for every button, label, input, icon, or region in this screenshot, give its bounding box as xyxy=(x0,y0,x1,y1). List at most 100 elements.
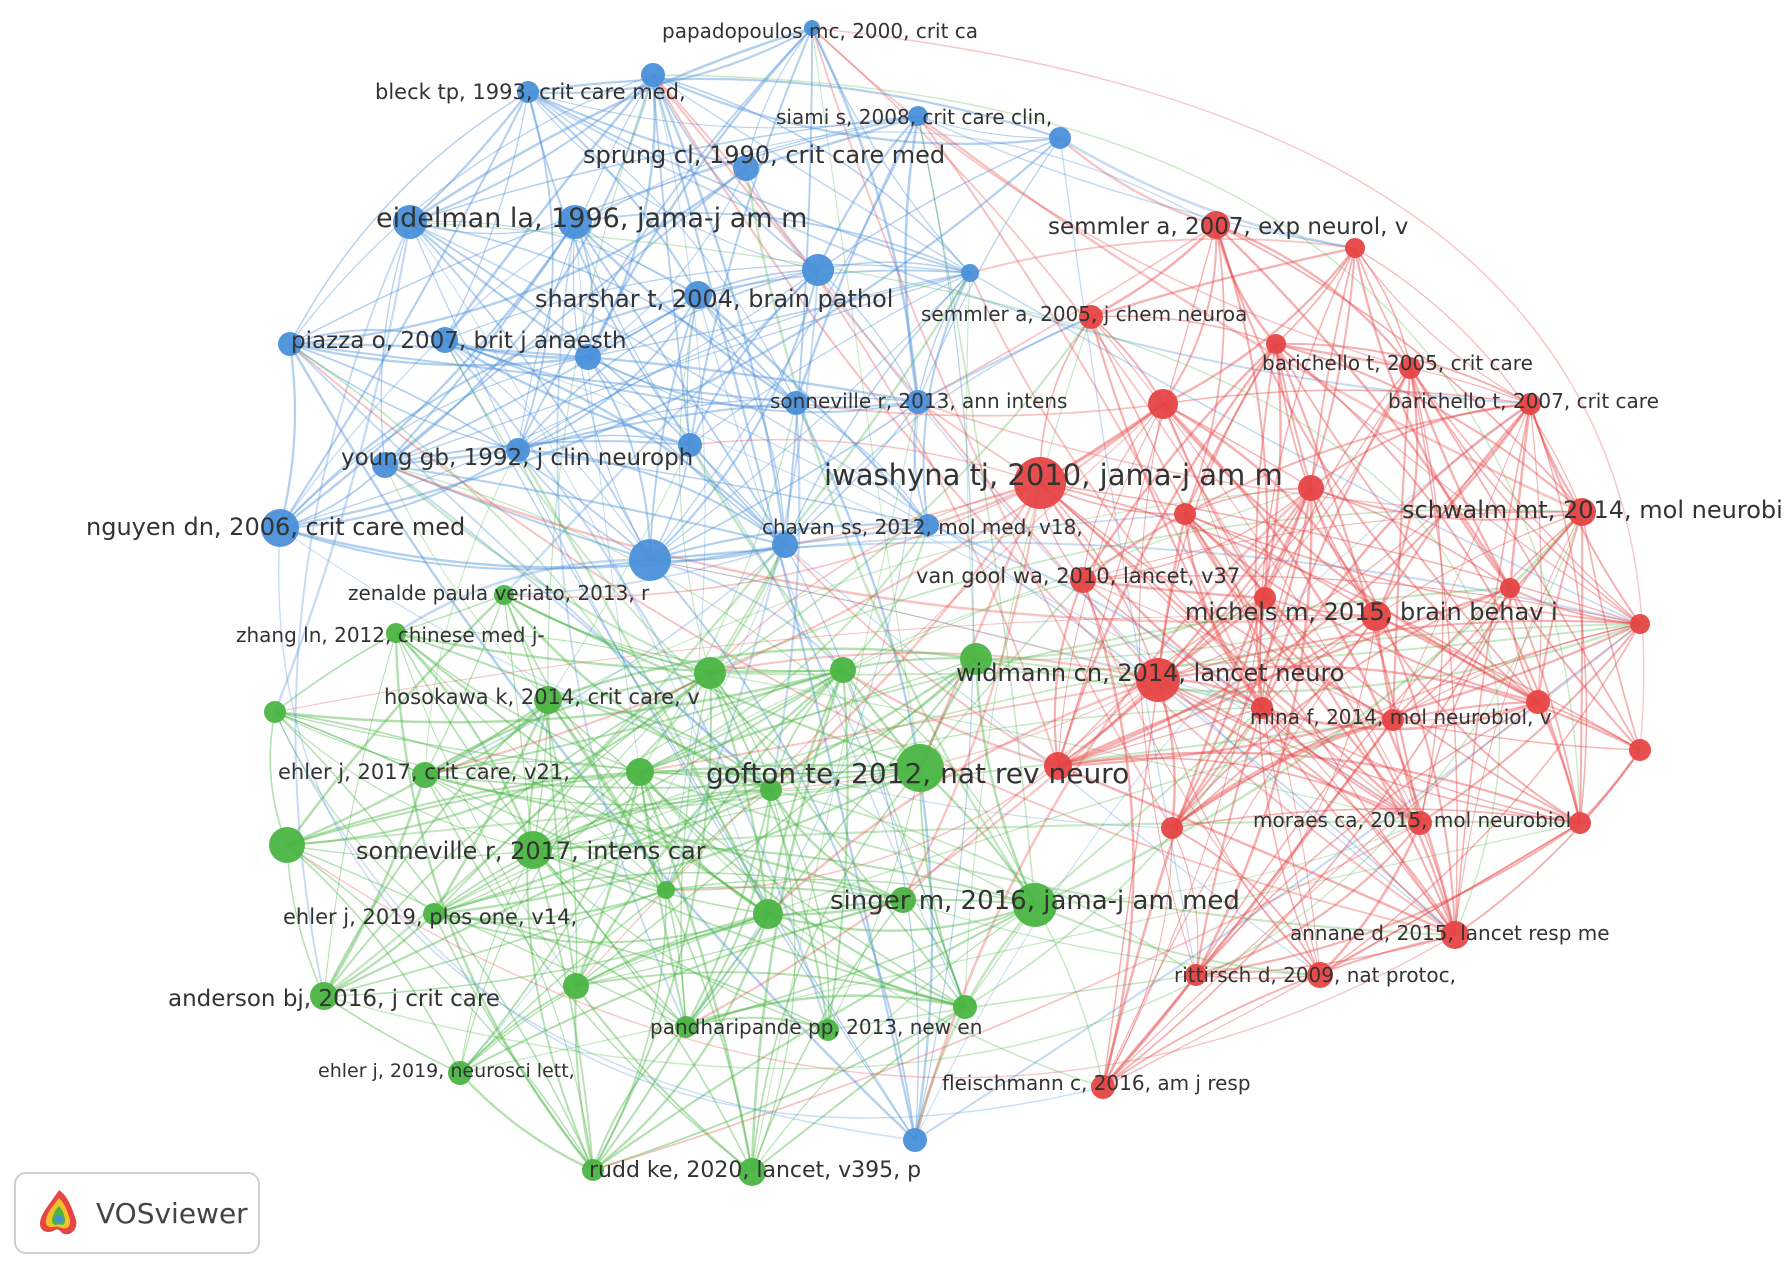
network-link xyxy=(433,767,921,916)
network-node[interactable] xyxy=(575,344,601,370)
network-node[interactable] xyxy=(1630,614,1650,634)
network-node[interactable] xyxy=(1408,811,1432,835)
network-node[interactable] xyxy=(1441,921,1469,949)
network-node[interactable] xyxy=(412,762,438,788)
network-node[interactable] xyxy=(558,205,592,239)
network-link xyxy=(409,221,797,404)
network-node[interactable] xyxy=(1519,393,1541,415)
network-node[interactable] xyxy=(903,1128,927,1152)
network-node[interactable] xyxy=(1148,389,1178,419)
network-node[interactable] xyxy=(626,758,654,786)
network-node[interactable] xyxy=(657,881,675,899)
network-node[interactable] xyxy=(641,63,665,87)
network-node[interactable] xyxy=(953,995,977,1019)
network-node[interactable] xyxy=(1307,962,1333,988)
network-node[interactable] xyxy=(1569,812,1591,834)
network-node[interactable] xyxy=(733,155,759,181)
network-node[interactable] xyxy=(890,887,916,913)
network-node[interactable] xyxy=(1044,752,1072,780)
network-node[interactable] xyxy=(804,20,820,36)
network-node[interactable] xyxy=(1136,658,1180,702)
network-node[interactable] xyxy=(760,779,782,801)
network-node[interactable] xyxy=(1568,498,1596,526)
network-node[interactable] xyxy=(278,332,302,356)
network-node[interactable] xyxy=(261,509,299,547)
network-node[interactable] xyxy=(264,701,286,723)
network-node[interactable] xyxy=(817,1019,839,1041)
network-node[interactable] xyxy=(372,452,398,478)
network-link xyxy=(279,449,519,530)
network-node[interactable] xyxy=(448,1061,472,1085)
node-label: iwashyna tj, 2010, jama-j am m xyxy=(824,458,1283,492)
network-node[interactable] xyxy=(1298,475,1324,501)
network-node[interactable] xyxy=(1361,601,1391,631)
network-node[interactable] xyxy=(1526,690,1550,714)
network-node[interactable] xyxy=(1629,739,1651,761)
network-node[interactable] xyxy=(917,514,939,536)
network-link xyxy=(527,91,699,296)
network-node[interactable] xyxy=(678,433,702,457)
network-node[interactable] xyxy=(494,585,514,605)
network-link xyxy=(574,985,595,1171)
network-link xyxy=(323,913,435,998)
network-node[interactable] xyxy=(269,827,305,863)
network-node[interactable] xyxy=(908,106,928,126)
network-node[interactable] xyxy=(1185,964,1207,986)
network-link xyxy=(1195,719,1394,976)
network-node[interactable] xyxy=(830,657,856,683)
network-node[interactable] xyxy=(896,744,944,792)
network-node[interactable] xyxy=(784,391,808,415)
network-node[interactable] xyxy=(393,205,427,239)
network-node[interactable] xyxy=(906,390,930,414)
network-node[interactable] xyxy=(1399,357,1421,379)
network-link xyxy=(289,328,446,345)
network-link xyxy=(1310,487,1457,936)
network-node[interactable] xyxy=(1070,567,1096,593)
network-link xyxy=(975,657,1263,709)
network-node[interactable] xyxy=(684,281,712,309)
network-node[interactable] xyxy=(738,1158,766,1186)
network-node[interactable] xyxy=(1161,817,1183,839)
network-link xyxy=(1215,224,1539,703)
network-link xyxy=(1162,389,1531,405)
network-node[interactable] xyxy=(432,327,458,353)
network-link xyxy=(384,440,691,467)
network-node[interactable] xyxy=(772,532,798,558)
network-node[interactable] xyxy=(961,264,979,282)
network-node[interactable] xyxy=(1254,587,1276,609)
network-link xyxy=(1039,482,1641,625)
network-node[interactable] xyxy=(1500,578,1520,598)
network-link xyxy=(784,544,919,1141)
network-node[interactable] xyxy=(1049,127,1071,149)
network-node[interactable] xyxy=(1174,503,1196,525)
network-node[interactable] xyxy=(386,623,406,643)
network-node[interactable] xyxy=(534,686,562,714)
network-node[interactable] xyxy=(514,831,552,869)
network-node[interactable] xyxy=(423,903,445,925)
network-node[interactable] xyxy=(506,438,530,462)
network-link xyxy=(285,594,505,846)
network-link xyxy=(1375,403,1531,617)
network-node[interactable] xyxy=(629,539,671,581)
network-node[interactable] xyxy=(1266,334,1286,354)
network-node[interactable] xyxy=(310,982,338,1010)
network-link xyxy=(575,899,904,987)
network-node[interactable] xyxy=(1014,457,1066,509)
network-node[interactable] xyxy=(1013,883,1057,927)
network-link xyxy=(274,711,426,776)
network-node[interactable] xyxy=(802,254,834,286)
network-node[interactable] xyxy=(675,1016,697,1038)
network-node[interactable] xyxy=(960,643,992,675)
network-node[interactable] xyxy=(1202,211,1230,239)
network-node[interactable] xyxy=(582,1159,604,1181)
network-node[interactable] xyxy=(563,973,589,999)
network-node[interactable] xyxy=(517,81,539,103)
network-node[interactable] xyxy=(694,657,726,689)
network-node[interactable] xyxy=(1345,238,1365,258)
network-node[interactable] xyxy=(1382,709,1404,731)
network-node[interactable] xyxy=(753,899,783,929)
network-node[interactable] xyxy=(1091,1075,1115,1099)
network-node[interactable] xyxy=(1079,305,1103,329)
network-node[interactable] xyxy=(1251,697,1273,719)
network-link xyxy=(1264,597,1581,824)
